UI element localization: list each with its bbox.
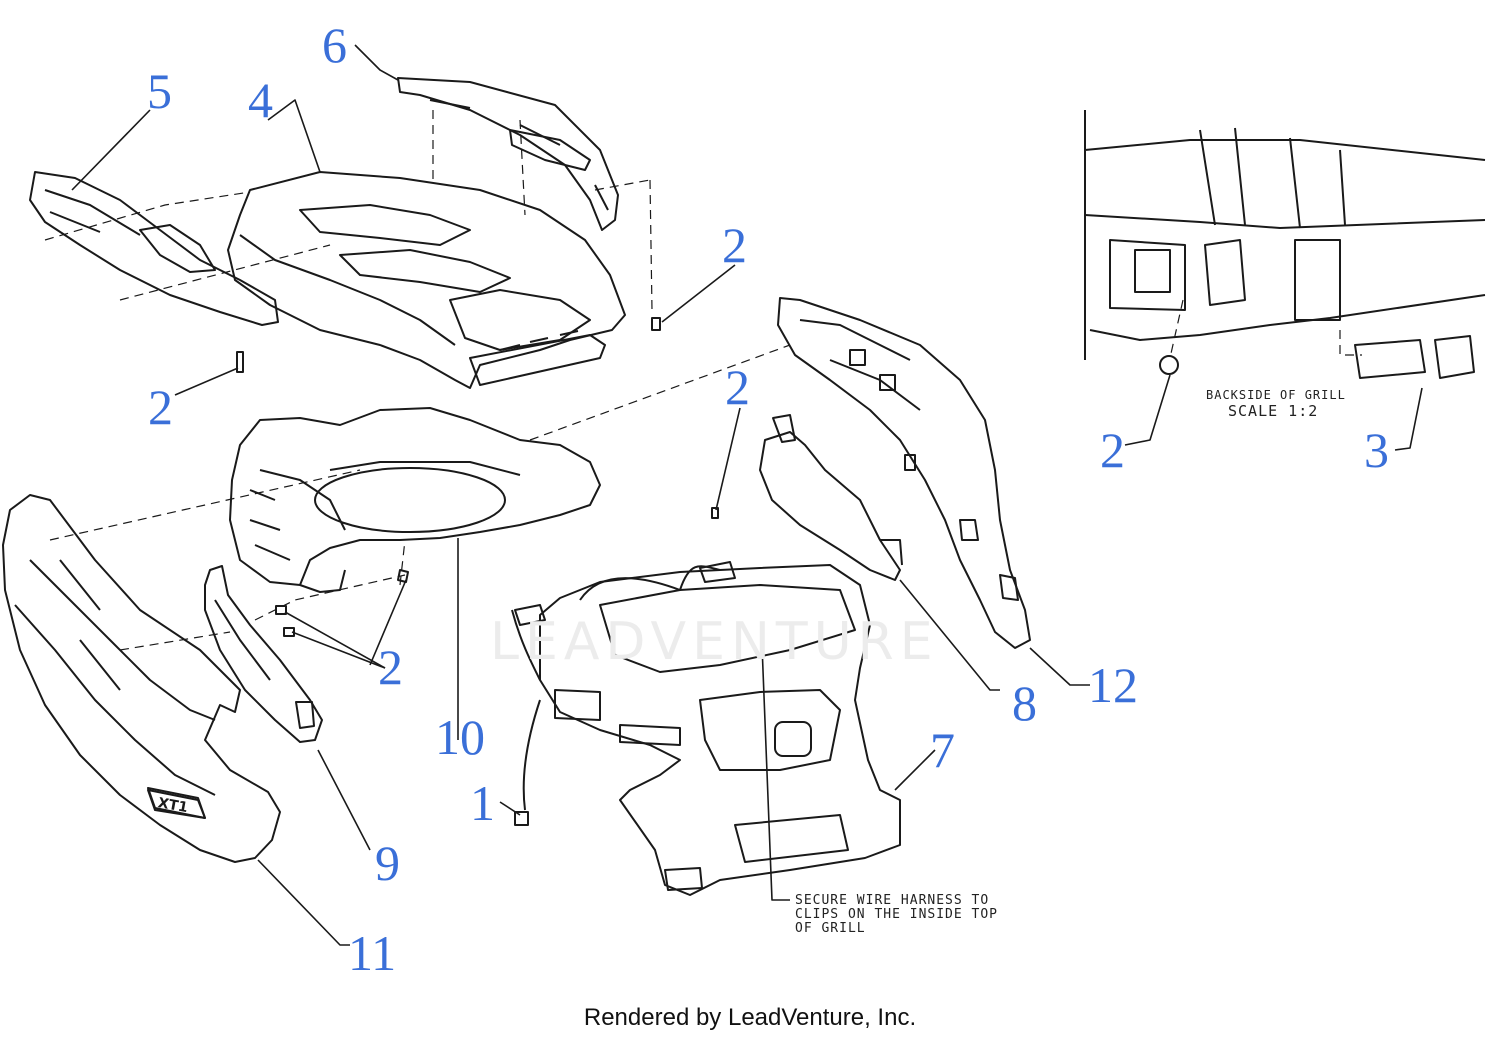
xt1-badge-frame	[147, 787, 206, 819]
callout-2-left: 2	[148, 379, 173, 435]
callout-2-center: 2	[725, 359, 750, 415]
callout-2-inset: 2	[1100, 422, 1125, 478]
wire-harness-note-line1: SECURE WIRE HARNESS TO	[795, 893, 990, 908]
inset-caption-scale: SCALE 1:2	[1228, 402, 1319, 420]
watermark-text: LEADVENTURE	[490, 612, 939, 672]
part-5-left-skirt	[29, 171, 279, 326]
inset-backside-of-grill	[1084, 110, 1486, 379]
callout-4: 4	[248, 72, 273, 128]
callout-3: 3	[1364, 422, 1389, 478]
inset-caption-title: BACKSIDE OF GRILL	[1206, 388, 1346, 402]
wire-harness-note-line3: OF GRILL	[795, 921, 866, 936]
xt1-badge-text: XT1	[157, 795, 189, 816]
callout-1: 1	[470, 775, 495, 831]
callout-10: 10	[435, 709, 485, 765]
callout-2-top-right: 2	[722, 217, 747, 273]
wire-harness-note-line2: CLIPS ON THE INSIDE TOP	[795, 907, 999, 922]
callout-2-lower: 2	[378, 639, 403, 695]
callout-12: 12	[1088, 657, 1138, 713]
callout-9: 9	[375, 835, 400, 891]
part-12-right-skirt	[777, 297, 1031, 649]
callout-5: 5	[147, 63, 172, 119]
alignment-lines	[44, 110, 1362, 651]
part-8-right-inner-panel	[759, 414, 903, 581]
part-9-left-inner-panel	[204, 565, 323, 743]
footer-credit: Rendered by LeadVenture, Inc.	[583, 1004, 917, 1031]
callout-7: 7	[930, 722, 955, 778]
part-6-rear-cap	[397, 77, 619, 231]
callout-8: 8	[1012, 675, 1037, 731]
part-10-seat-tray	[229, 407, 601, 593]
part-11-left-bumper	[2, 494, 281, 863]
callout-11: 11	[348, 925, 397, 981]
callout-6: 6	[322, 17, 347, 73]
part-4-hood-panel	[227, 171, 626, 389]
part-7-front-grill	[511, 561, 901, 896]
leader-lines	[71, 44, 1423, 946]
